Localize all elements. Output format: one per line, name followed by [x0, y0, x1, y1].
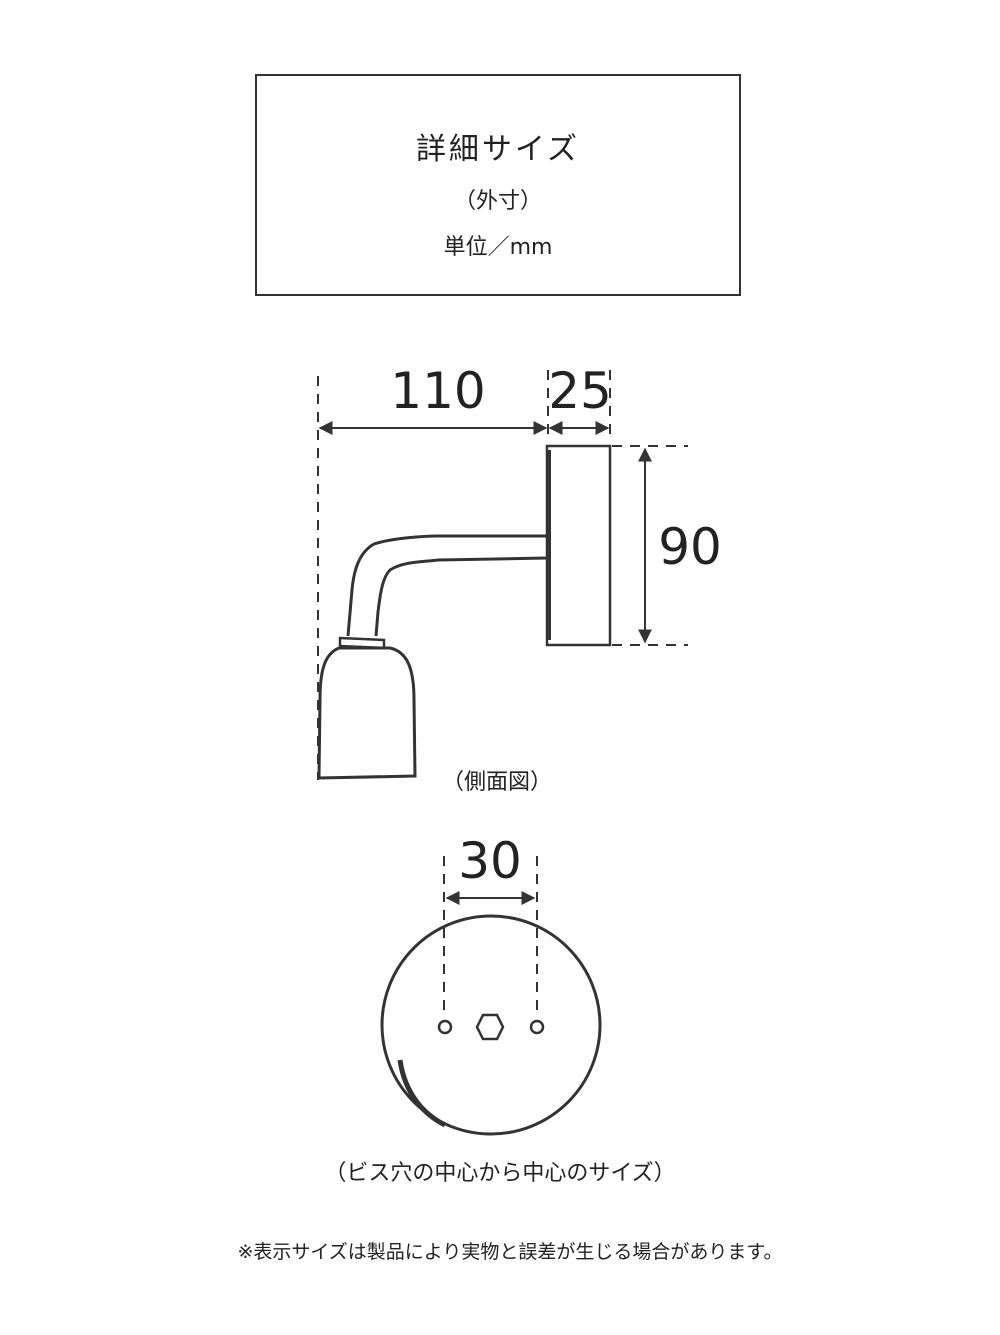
dimension-label-arm: 110 — [390, 362, 485, 420]
base-plate-front-edge — [397, 1059, 447, 1128]
front-view: 30 （ビス穴の中心から中心のサイズ） — [324, 832, 675, 1186]
info-unit: 単位／mm — [443, 235, 553, 260]
info-subtitle: （外寸） — [453, 189, 542, 214]
info-title: 詳細サイズ — [415, 132, 581, 167]
dimension-label-base-depth: 25 — [548, 362, 612, 420]
footnote: ※表示サイズは製品により実物と誤差が生じる場合があります。 — [237, 1241, 782, 1263]
dimension-label-screw: 30 — [458, 832, 522, 890]
side-view-caption: （側面図） — [442, 770, 552, 795]
screw-hole-right — [529, 1019, 545, 1035]
socket-body — [317, 646, 417, 780]
wall-base-plate — [545, 444, 612, 647]
size-info-box: 詳細サイズ （外寸） 単位／mm — [255, 74, 741, 296]
dimension-label-height: 90 — [658, 518, 722, 576]
arm-pipe — [346, 534, 548, 637]
front-view-caption: （ビス穴の中心から中心のサイズ） — [324, 1161, 675, 1186]
screw-hole-left — [437, 1019, 453, 1035]
center-nut — [475, 1013, 505, 1041]
base-plate-front — [380, 914, 602, 1136]
side-view: 110 25 90 （側面図） — [317, 362, 722, 795]
